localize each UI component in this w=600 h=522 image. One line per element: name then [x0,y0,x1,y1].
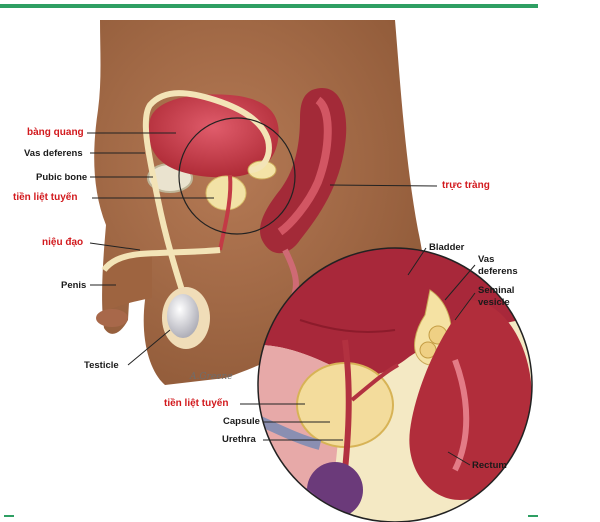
inset-circle-border [257,247,533,522]
top-green-rule [0,4,538,8]
artist-signature: A.Greene [190,372,233,382]
vas-deferens-loop [142,90,272,331]
label-testicle: Testicle [84,360,119,371]
label-rectum: Rectum [472,460,507,471]
urethra-to-penis [101,247,221,272]
penis-shape [104,251,152,312]
label-truc-trang: trực tràng [440,180,492,192]
prostate-shape [205,175,247,211]
label-seminal-vesicle: Seminal vesicle [478,285,515,308]
urethra-path [218,174,233,251]
inset-detail [258,248,532,522]
focus-circle [178,117,296,235]
label-capsule: Capsule [223,416,260,427]
label-vas-deferens: Vas deferens [24,148,83,159]
corner-mark-bottom-left [4,515,14,517]
leader-lines [87,132,476,466]
corner-mark-bottom-right [528,515,538,517]
glans [96,309,128,327]
label-tien-liet-tuyen-top: tiền liệt tuyến [13,192,78,203]
label-vas-deferens-inset: Vas deferens [478,254,518,277]
label-bang-quang: bàng quang [27,127,84,138]
label-bladder: Bladder [429,242,465,253]
label-urethra: Urethra [222,434,256,445]
label-tien-liet-tuyen-inset: tiền liệt tuyến [162,398,231,410]
label-nieu-dao: niệu đạo [42,237,84,248]
rectum-inner [277,96,332,236]
label-penis: Penis [61,280,87,291]
label-pubic-bone: Pubic bone [36,172,88,183]
testicle-inner [167,294,199,338]
